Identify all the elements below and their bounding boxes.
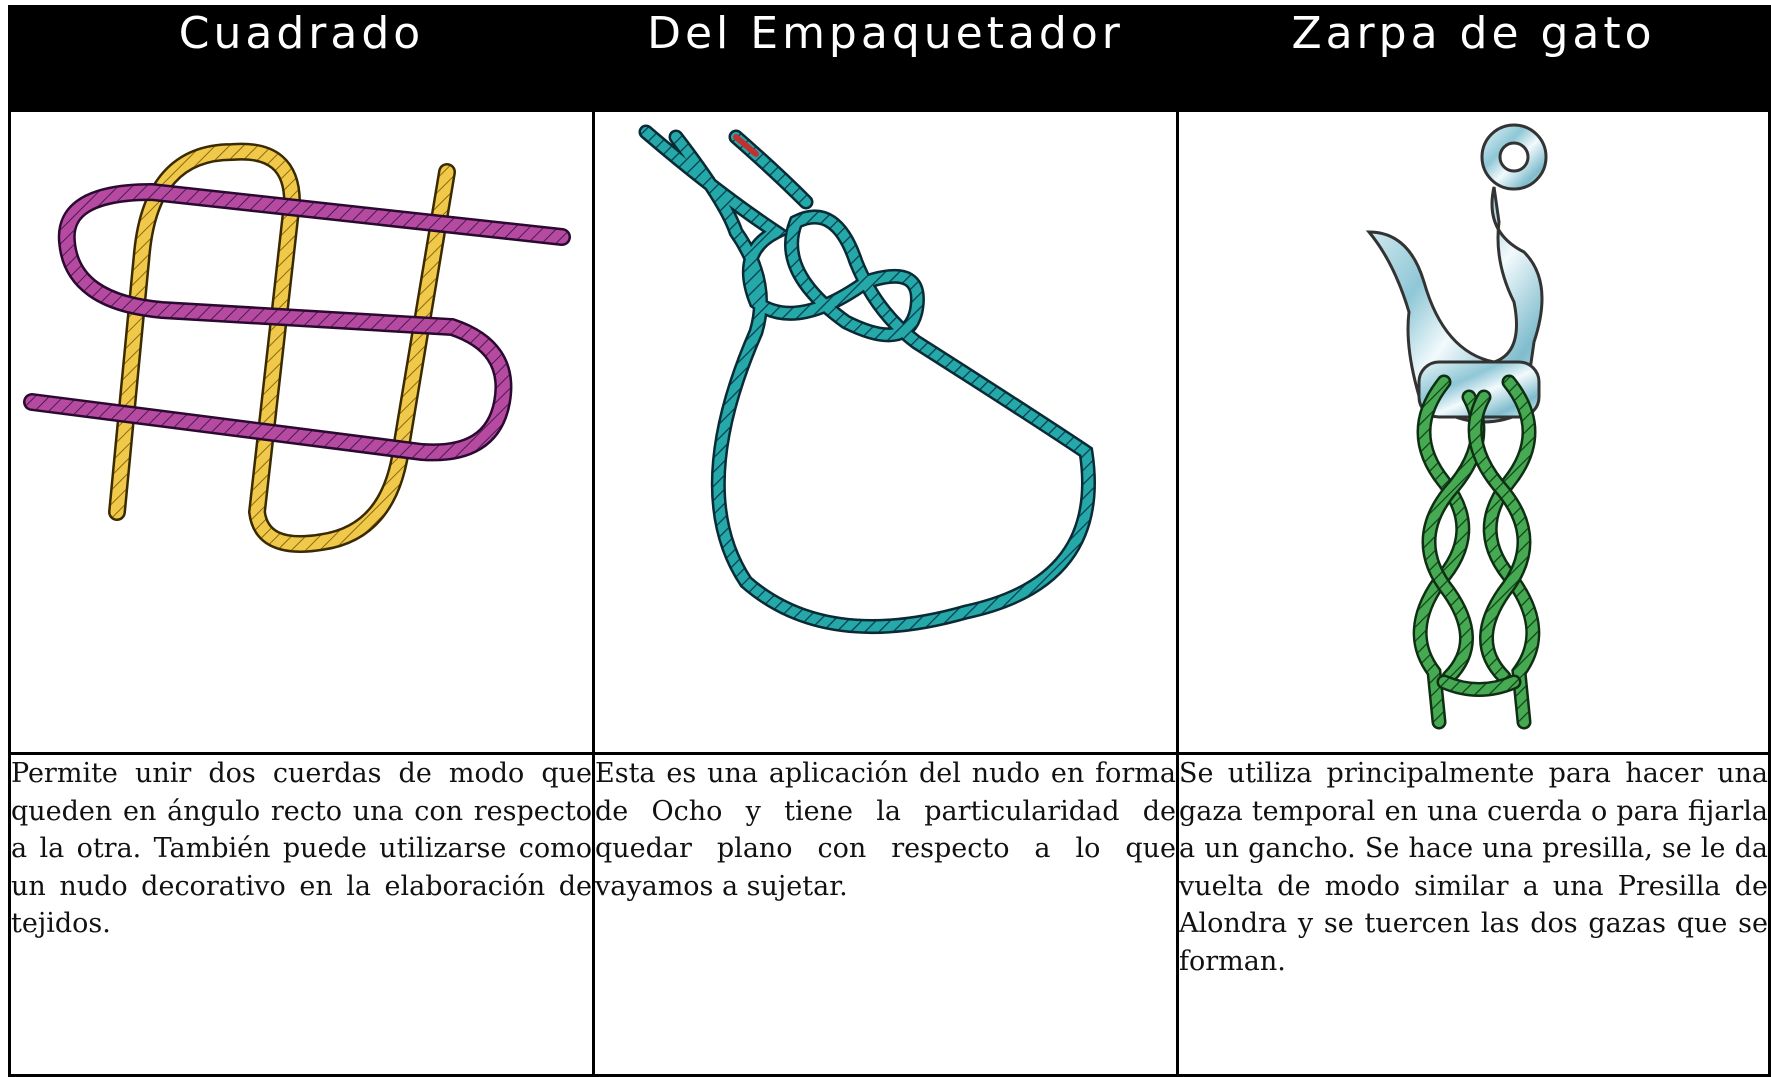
- knot-description-zarpa: Se utiliza principalmente para hacer una…: [1176, 752, 1771, 1077]
- knot-title-empaquetador: Del Empaquetador: [592, 5, 1179, 112]
- cats-paw-hook-icon: [1365, 123, 1547, 730]
- knot-description-empaquetador: Esta es una aplicación del nudo en forma…: [592, 752, 1179, 1077]
- image-row: [8, 109, 1771, 755]
- image-cell-empaquetador: [592, 109, 1179, 755]
- packers-knot-icon: [638, 124, 1096, 635]
- description-row: Permite unir dos cuerdas de modo que que…: [8, 752, 1771, 1077]
- knot-description-cuadrado: Permite unir dos cuerdas de modo que que…: [8, 752, 595, 1077]
- square-knot-icon: [22, 142, 571, 553]
- knots-table: Cuadrado Del Empaquetador Zarpa de gato: [8, 5, 1771, 1077]
- knot-title-zarpa: Zarpa de gato: [1176, 5, 1771, 112]
- image-cell-cuadrado: [8, 109, 595, 755]
- knot-title-cuadrado: Cuadrado: [8, 5, 595, 112]
- image-cell-zarpa: [1176, 109, 1771, 755]
- header-row: Cuadrado Del Empaquetador Zarpa de gato: [8, 5, 1771, 112]
